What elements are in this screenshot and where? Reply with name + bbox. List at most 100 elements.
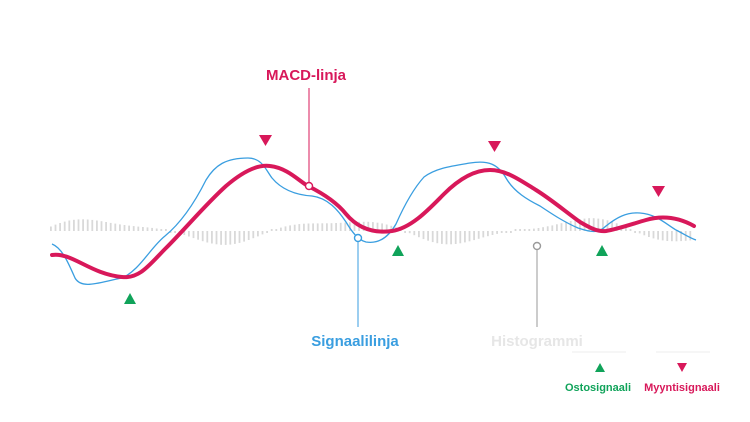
histogram-bar bbox=[59, 223, 61, 231]
histogram-bar bbox=[109, 222, 112, 231]
histogram-bar bbox=[192, 231, 195, 239]
histogram-bar bbox=[183, 231, 186, 235]
histogram-bar bbox=[353, 222, 356, 231]
histogram-bar bbox=[142, 227, 144, 231]
histogram-bar bbox=[418, 231, 420, 238]
histogram-bar bbox=[128, 225, 130, 231]
histogram-bar bbox=[293, 224, 296, 231]
histogram-bar bbox=[381, 223, 383, 231]
macd-line bbox=[50, 163, 696, 280]
histogram-bar bbox=[533, 228, 535, 231]
histogram-bar bbox=[220, 231, 222, 245]
histogram-bar bbox=[436, 231, 439, 244]
triangle-down-icon bbox=[488, 141, 501, 152]
histogram-bar bbox=[574, 220, 577, 231]
histogram-bar bbox=[257, 231, 259, 237]
histogram-bar bbox=[312, 223, 314, 231]
histogram-bar bbox=[556, 224, 558, 231]
histogram-label: Histogrammi bbox=[491, 333, 583, 350]
histogram-bar bbox=[307, 223, 310, 231]
histogram-bar bbox=[680, 231, 682, 242]
legend-sell-label: Myyntisignaali bbox=[644, 382, 720, 394]
histogram-bar bbox=[450, 231, 452, 245]
histogram-bar bbox=[146, 227, 149, 231]
histogram-bar bbox=[151, 227, 153, 231]
histogram-bar bbox=[514, 229, 517, 231]
histogram-bar bbox=[385, 224, 388, 231]
histogram-bar bbox=[303, 223, 305, 231]
histogram-bar bbox=[372, 222, 374, 231]
histogram-bar bbox=[77, 219, 80, 231]
histogram-bar bbox=[275, 229, 278, 231]
histogram-bar bbox=[261, 231, 264, 235]
histogram-bar bbox=[500, 231, 503, 233]
histogram-bar bbox=[266, 231, 268, 233]
histogram-bar bbox=[68, 220, 71, 231]
histogram-bar bbox=[560, 223, 563, 231]
histogram-bar bbox=[326, 223, 328, 231]
histogram-bar bbox=[321, 223, 324, 231]
triangle-up-icon bbox=[595, 363, 605, 372]
histogram-bar bbox=[270, 229, 273, 231]
histogram-bar bbox=[487, 231, 489, 237]
histogram-bar bbox=[119, 224, 121, 231]
histogram-bar bbox=[50, 226, 52, 231]
histogram-bar bbox=[413, 231, 416, 236]
histogram-bar bbox=[86, 219, 89, 231]
histogram-bar bbox=[510, 231, 512, 233]
histogram-bar bbox=[54, 224, 57, 231]
histogram-bar bbox=[174, 231, 176, 233]
sell-signal-markers bbox=[259, 135, 665, 197]
histogram-bar bbox=[197, 231, 199, 240]
histogram-bar bbox=[459, 231, 462, 244]
histogram-bar bbox=[505, 231, 508, 233]
histogram-bar bbox=[597, 218, 600, 231]
histogram-bar bbox=[445, 231, 448, 245]
histogram-bar bbox=[592, 218, 595, 231]
histogram-bar bbox=[73, 219, 75, 231]
histogram-bar bbox=[165, 229, 167, 231]
histogram-bar bbox=[537, 228, 540, 231]
histogram-bar bbox=[339, 222, 342, 231]
legend: Ostosignaali Myyntisignaali bbox=[565, 351, 720, 394]
histogram-bar bbox=[602, 219, 604, 231]
legend-buy-label: Ostosignaali bbox=[565, 382, 631, 394]
histogram-bar bbox=[215, 231, 218, 245]
histogram-bar bbox=[188, 231, 190, 237]
histogram-bar bbox=[634, 231, 636, 233]
histogram-bar bbox=[565, 222, 567, 231]
histogram-bar bbox=[100, 221, 103, 231]
histogram-bar bbox=[252, 231, 255, 239]
histogram-bar bbox=[284, 226, 287, 231]
histogram-bar bbox=[247, 231, 250, 240]
histogram-bar bbox=[224, 231, 227, 245]
histogram-bar bbox=[473, 231, 475, 241]
triangle-down-icon bbox=[652, 186, 665, 197]
histogram-bar bbox=[132, 226, 135, 231]
histogram-bar bbox=[206, 231, 209, 243]
histogram-bar bbox=[496, 231, 498, 234]
histogram-bar bbox=[643, 231, 646, 236]
histogram-bar bbox=[404, 231, 406, 233]
histogram-bar bbox=[666, 231, 669, 241]
signal-line-label: Signaalilinja bbox=[311, 333, 399, 350]
histogram-bar bbox=[367, 221, 370, 231]
histogram-bar bbox=[675, 231, 678, 242]
histogram-bar bbox=[606, 220, 609, 231]
histogram-bar bbox=[91, 219, 94, 231]
histogram-bar bbox=[569, 221, 572, 231]
histogram-bar bbox=[528, 229, 531, 231]
histogram-bar bbox=[491, 231, 494, 235]
histogram-bar bbox=[588, 218, 590, 231]
histogram-bar bbox=[160, 229, 163, 231]
histogram-bar bbox=[229, 231, 232, 245]
histogram-bar bbox=[689, 231, 692, 241]
histogram-bar bbox=[201, 231, 204, 242]
histogram-bar bbox=[390, 225, 393, 231]
histogram-bar bbox=[63, 221, 66, 231]
histogram-bar bbox=[657, 231, 659, 240]
triangle-up-icon bbox=[596, 245, 608, 256]
histogram-bar bbox=[238, 231, 241, 243]
histogram-bar bbox=[289, 225, 291, 231]
triangle-down-icon bbox=[677, 363, 687, 372]
